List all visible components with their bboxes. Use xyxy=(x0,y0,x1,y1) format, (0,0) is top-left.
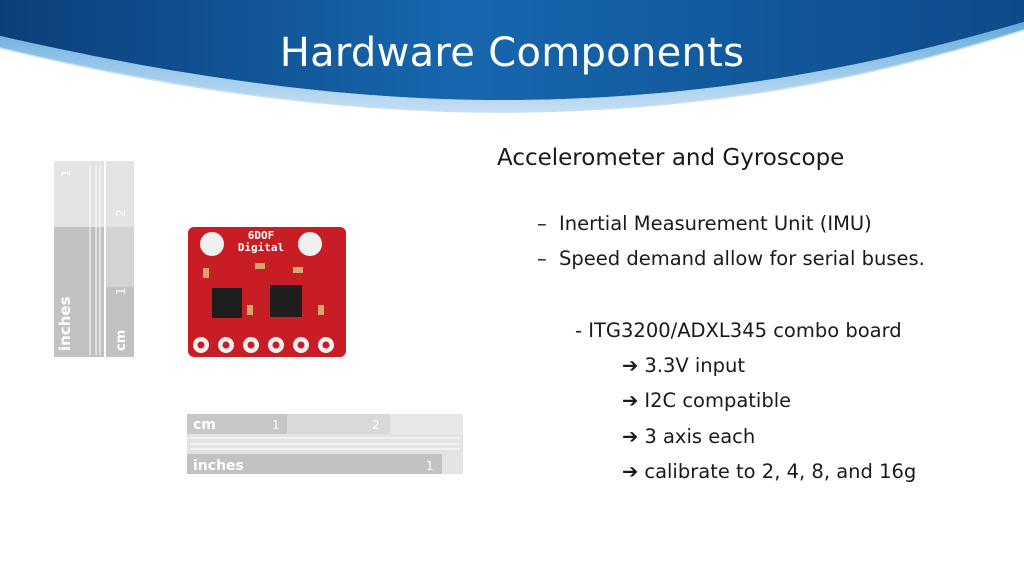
ruler-tick-label: 2 xyxy=(114,209,128,217)
ruler-tick-label: 1 xyxy=(59,169,73,177)
arrow-icon: ➔ xyxy=(622,354,639,377)
list-item: –Speed demand allow for serial buses. xyxy=(537,241,925,276)
horizontal-ruler: cm 1 2 inches 1 xyxy=(187,414,463,474)
list-item: ➔calibrate to 2, 4, 8, and 16g xyxy=(622,454,916,489)
ruler-tick-label: 1 xyxy=(272,418,280,432)
dash-marker: – xyxy=(537,212,547,235)
bullet-text: Inertial Measurement Unit (IMU) xyxy=(559,212,872,235)
imu-board-photo: inches 1 2 1 cm 6DOF Digital xyxy=(50,155,470,485)
feature-text: calibrate to 2, 4, 8, and 16g xyxy=(644,459,917,483)
arrow-icon: ➔ xyxy=(622,389,639,413)
arrow-icon: ➔ xyxy=(622,459,639,483)
combo-board-line: - ITG3200/ADXL345 combo board xyxy=(575,319,902,342)
dash-marker: – xyxy=(537,247,547,270)
ruler-inches-label: inches xyxy=(56,296,74,351)
list-item: ➔3 axis each xyxy=(622,419,916,454)
section-heading: Accelerometer and Gyroscope xyxy=(497,145,845,171)
gyroscope-chip xyxy=(270,285,302,317)
vertical-ruler: inches 1 2 1 cm xyxy=(54,161,134,357)
bullet-list: –Inertial Measurement Unit (IMU) –Speed … xyxy=(537,206,925,276)
accelerometer-chip xyxy=(212,288,242,318)
header-wave-graphic xyxy=(0,0,1024,113)
slide-header: Hardware Components xyxy=(0,0,1024,130)
feature-text: 3 axis each xyxy=(644,424,756,448)
feature-text: I2C compatible xyxy=(644,389,792,413)
ruler-cm-label: cm xyxy=(193,417,216,433)
ruler-tick-label: 2 xyxy=(372,418,380,432)
slide-title: Hardware Components xyxy=(279,30,745,76)
ruler-cm-label: cm xyxy=(114,330,129,351)
ruler-inches-label: inches xyxy=(193,458,244,474)
list-item: ➔I2C compatible xyxy=(622,383,916,418)
feature-list: ➔3.3V input ➔I2C compatible ➔3 axis each… xyxy=(622,348,916,489)
board-label-6dof: 6DOF xyxy=(248,229,275,242)
ruler-tick-label: 1 xyxy=(426,459,434,473)
imu-board-illustration: inches 1 2 1 cm 6DOF Digital xyxy=(54,161,463,474)
imu-board: 6DOF Digital xyxy=(188,227,346,357)
feature-text: 3.3V input xyxy=(644,354,746,377)
list-item: ➔3.3V input xyxy=(622,348,916,383)
list-item: –Inertial Measurement Unit (IMU) xyxy=(537,206,925,241)
board-label-digital: Digital xyxy=(238,241,284,254)
arrow-icon: ➔ xyxy=(622,424,639,448)
ruler-tick-label: 1 xyxy=(114,287,128,295)
bullet-text: Speed demand allow for serial buses. xyxy=(559,247,925,270)
